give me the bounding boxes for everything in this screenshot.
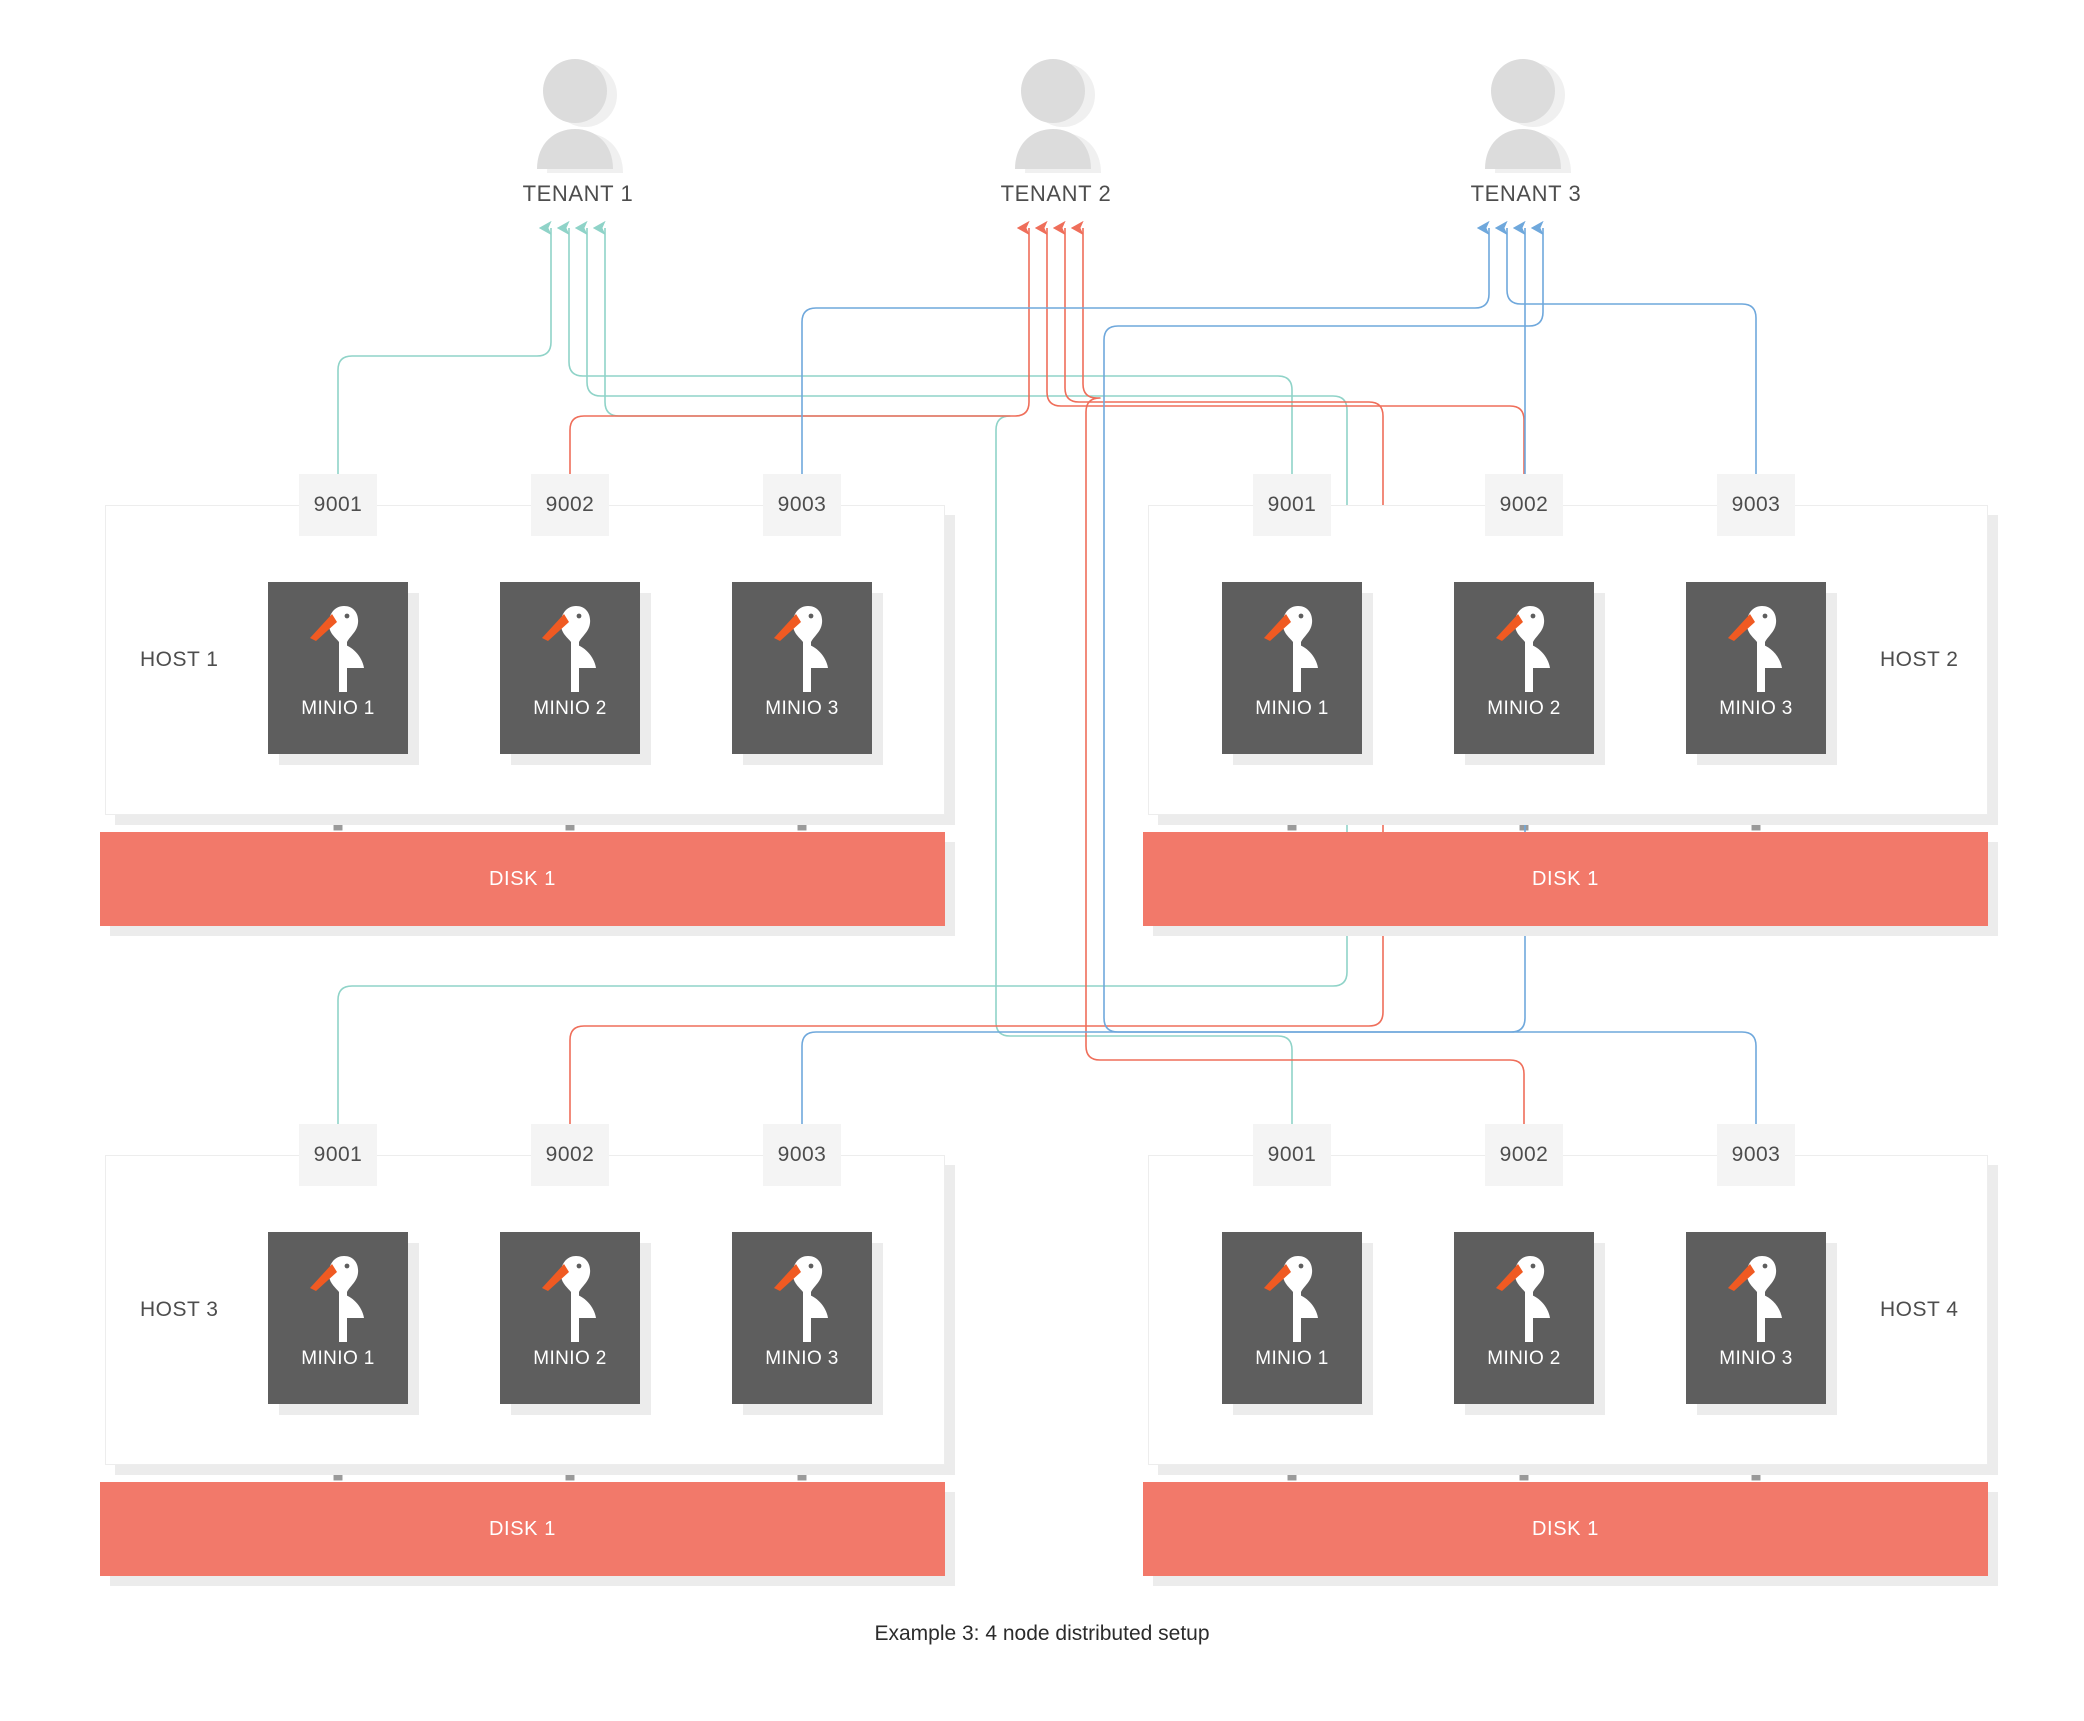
minio-node-host4-2[interactable]: MINIO 2 (1454, 1232, 1594, 1404)
minio-node-label: MINIO 1 (301, 698, 375, 719)
disk-bar-host2: DISK 1 (1143, 832, 1988, 926)
port-chip-host2-9001[interactable]: 9001 (1253, 474, 1331, 536)
minio-node-host1-1[interactable]: MINIO 1 (268, 582, 408, 754)
tenant-3[interactable]: TENANT 3 (1436, 55, 1616, 207)
minio-node-label: MINIO 3 (765, 698, 839, 719)
minio-node-host3-3[interactable]: MINIO 3 (732, 1232, 872, 1404)
port-chip-host3-9003[interactable]: 9003 (763, 1124, 841, 1186)
port-chip-host1-9002[interactable]: 9002 (531, 474, 609, 536)
minio-node-host2-3[interactable]: MINIO 3 (1686, 582, 1826, 754)
minio-flamingo-icon (732, 596, 872, 700)
minio-flamingo-icon (1686, 596, 1826, 700)
host-4-label: HOST 4 (1880, 1298, 1959, 1321)
disk-bar-host4: DISK 1 (1143, 1482, 1988, 1576)
diagram-caption: Example 3: 4 node distributed setup (874, 1622, 1210, 1645)
port-chip-host4-9001[interactable]: 9001 (1253, 1124, 1331, 1186)
minio-node-label: MINIO 2 (533, 698, 607, 719)
host-1-label: HOST 1 (140, 648, 219, 671)
port-chip-host4-9002[interactable]: 9002 (1485, 1124, 1563, 1186)
minio-flamingo-icon (500, 1246, 640, 1350)
host-3-label: HOST 3 (140, 1298, 219, 1321)
tenant-label: TENANT 3 (1470, 181, 1582, 206)
port-chip-host2-9002[interactable]: 9002 (1485, 474, 1563, 536)
minio-node-host4-1[interactable]: MINIO 1 (1222, 1232, 1362, 1404)
port-chip-host3-9001[interactable]: 9001 (299, 1124, 377, 1186)
minio-node-host4-3[interactable]: MINIO 3 (1686, 1232, 1826, 1404)
minio-node-host2-1[interactable]: MINIO 1 (1222, 582, 1362, 754)
host-2-label: HOST 2 (1880, 648, 1959, 671)
minio-node-label: MINIO 2 (1487, 698, 1561, 719)
tenant-label: TENANT 1 (522, 181, 634, 206)
port-chip-host3-9002[interactable]: 9002 (531, 1124, 609, 1186)
minio-node-label: MINIO 1 (1255, 1348, 1329, 1369)
minio-node-host3-2[interactable]: MINIO 2 (500, 1232, 640, 1404)
minio-flamingo-icon (500, 596, 640, 700)
minio-node-label: MINIO 2 (1487, 1348, 1561, 1369)
minio-flamingo-icon (1686, 1246, 1826, 1350)
port-chip-host1-9003[interactable]: 9003 (763, 474, 841, 536)
tenant-2[interactable]: TENANT 2 (966, 55, 1146, 207)
minio-node-host1-3[interactable]: MINIO 3 (732, 582, 872, 754)
user-avatar-icon (523, 55, 633, 173)
minio-flamingo-icon (268, 1246, 408, 1350)
disk-bar-host3: DISK 1 (100, 1482, 945, 1576)
minio-node-label: MINIO 1 (1255, 698, 1329, 719)
port-chip-host4-9003[interactable]: 9003 (1717, 1124, 1795, 1186)
minio-flamingo-icon (1222, 596, 1362, 700)
user-avatar-icon (1001, 55, 1111, 173)
disk-bar-host1: DISK 1 (100, 832, 945, 926)
minio-flamingo-icon (1454, 596, 1594, 700)
port-chip-host1-9001[interactable]: 9001 (299, 474, 377, 536)
minio-node-host1-2[interactable]: MINIO 2 (500, 582, 640, 754)
minio-node-label: MINIO 3 (765, 1348, 839, 1369)
minio-node-label: MINIO 1 (301, 1348, 375, 1369)
port-chip-host2-9003[interactable]: 9003 (1717, 474, 1795, 536)
minio-node-label: MINIO 3 (1719, 1348, 1793, 1369)
user-avatar-icon (1471, 55, 1581, 173)
minio-flamingo-icon (732, 1246, 872, 1350)
tenant-1[interactable]: TENANT 1 (488, 55, 668, 207)
tenant-label: TENANT 2 (1000, 181, 1112, 206)
minio-node-label: MINIO 2 (533, 1348, 607, 1369)
minio-flamingo-icon (268, 596, 408, 700)
minio-flamingo-icon (1222, 1246, 1362, 1350)
minio-flamingo-icon (1454, 1246, 1594, 1350)
minio-node-label: MINIO 3 (1719, 698, 1793, 719)
minio-node-host2-2[interactable]: MINIO 2 (1454, 582, 1594, 754)
minio-node-host3-1[interactable]: MINIO 1 (268, 1232, 408, 1404)
